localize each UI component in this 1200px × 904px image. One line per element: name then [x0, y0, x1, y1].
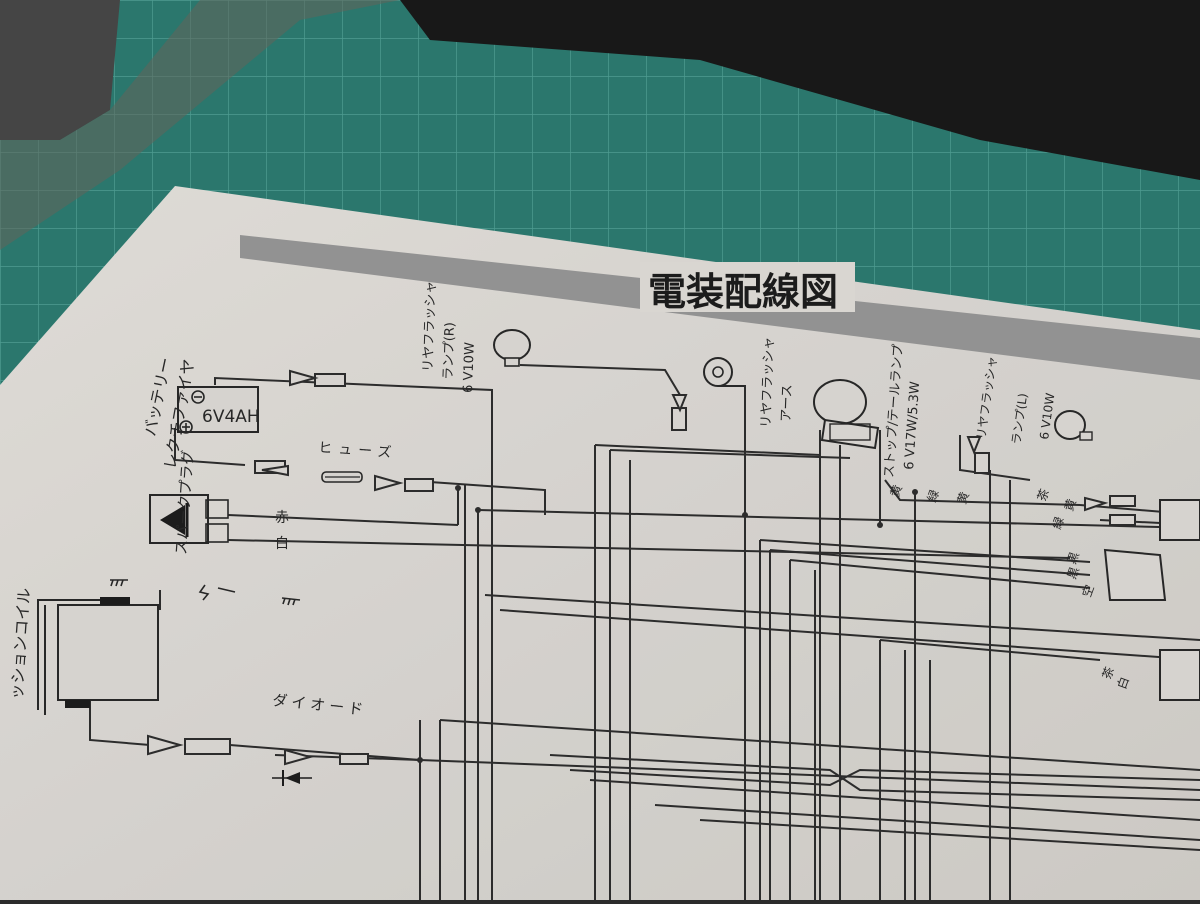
- earth-terminal: [703, 357, 745, 387]
- fuse-label: ヒューズ: [318, 440, 398, 461]
- tail-lamp-rating: 6 V17W/5.3W: [902, 381, 923, 471]
- wire-label-yellow-2: 黄: [955, 490, 972, 506]
- wire-label-white: 白: [275, 536, 289, 552]
- wire-label-yellow-3: 黄: [1062, 497, 1079, 513]
- diode-symbol: [272, 770, 312, 786]
- cup-object: [0, 0, 120, 140]
- fuse: [321, 471, 363, 483]
- junction-dots: [417, 485, 918, 763]
- rear-flasher-l-bulb: [1054, 410, 1093, 441]
- title-box: [640, 262, 855, 312]
- rear-flasher-r-bulb: [493, 329, 531, 367]
- wire-label-black-2: 黒: [1065, 565, 1082, 581]
- ignition-coil: [37, 597, 159, 715]
- battery: 6V4AH: [177, 386, 260, 434]
- wire-label-brown: 茶: [1034, 487, 1052, 503]
- wire-label-green-2: 緑: [1049, 515, 1067, 531]
- manual-page: [0, 186, 1200, 900]
- wire-label-sky: 空: [1080, 583, 1097, 599]
- flasher-l-rating: 6 V10W: [1037, 392, 1057, 440]
- wire-label-yellow: 黄: [888, 483, 905, 499]
- earth-sub: アース: [779, 384, 795, 422]
- page-title: 電装配線図: [648, 270, 838, 314]
- wire-label-brown-2: 茶: [1099, 665, 1117, 681]
- wire-label-black: 黒: [1065, 550, 1082, 566]
- flasher-r-rating: 6 V10W: [461, 342, 478, 393]
- table-surface: [0, 0, 400, 250]
- stop-tail-lamp-bulb: [813, 379, 880, 450]
- flasher-r-side: ランプ(R): [441, 322, 458, 380]
- wires: [89, 364, 1200, 900]
- arrow-terminals: [147, 369, 1109, 766]
- dark-object: [400, 0, 1200, 180]
- wire-label-red: 赤: [275, 510, 289, 526]
- earth-name: リヤフラッシャ: [759, 337, 777, 428]
- right-connector-blocks: [1103, 499, 1200, 701]
- rectifier: [149, 494, 229, 544]
- spark-plug-symbol: [110, 579, 301, 606]
- battery-rating: 6V4AH: [202, 407, 260, 427]
- wire-label-green: 緑: [924, 488, 942, 504]
- wire-label-white-2: 白: [1114, 675, 1132, 691]
- flasher-r-name: リヤフラッシャ: [421, 281, 439, 372]
